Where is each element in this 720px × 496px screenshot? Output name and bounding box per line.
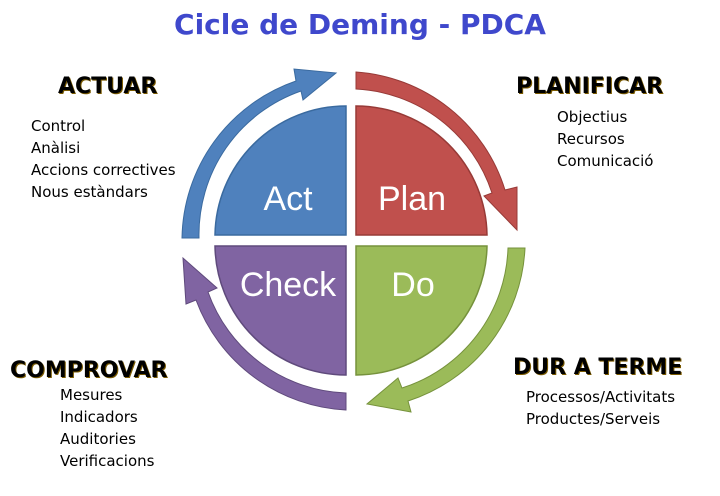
quadrant-label-act: Act <box>263 180 313 218</box>
quadrant-plan: Plan <box>355 105 488 236</box>
list-item: Nous estàndars <box>31 183 148 201</box>
phase-heading-planificar: PLANIFICAR <box>516 74 664 99</box>
phase-items-dur-a-terme: Processos/Activitats Productes/Serveis <box>526 386 675 430</box>
quadrant-label-check: Check <box>240 266 337 304</box>
list-item: Comunicació <box>557 152 654 170</box>
list-item: Productes/Serveis <box>526 410 661 428</box>
list-item: Accions correctives <box>31 161 176 179</box>
list-item: Objectius <box>557 108 628 126</box>
phase-items-comprovar: Mesures Indicadors Auditories Verificaci… <box>60 384 154 472</box>
phase-items-actuar: Control Anàlisi Accions correctives Nous… <box>31 115 176 203</box>
phase-heading-comprovar: COMPROVAR <box>10 358 168 383</box>
list-item: Anàlisi <box>31 139 81 157</box>
list-item: Mesures <box>60 386 123 404</box>
quadrant-label-plan: Plan <box>378 180 446 218</box>
diagram-title: Cicle de Deming - PDCA <box>174 8 546 41</box>
arrow-act-to-plan <box>181 68 338 239</box>
list-item: Verificacions <box>60 452 155 470</box>
arrow-plan-to-do <box>355 71 518 232</box>
arrow-check-to-act <box>182 256 347 411</box>
quadrant-do: Do <box>355 245 488 376</box>
arrow-do-to-check <box>365 247 526 413</box>
list-item: Recursos <box>557 130 625 148</box>
phase-items-planificar: Objectius Recursos Comunicació <box>557 106 653 172</box>
list-item: Auditories <box>60 430 136 448</box>
phase-heading-dur-a-terme: DUR A TERME <box>513 355 683 380</box>
phase-heading-actuar: ACTUAR <box>58 74 158 99</box>
quadrant-check: Check <box>214 245 347 376</box>
list-item: Processos/Activitats <box>526 388 676 406</box>
quadrant-act: Act <box>214 105 347 236</box>
list-item: Indicadors <box>60 408 138 426</box>
list-item: Control <box>31 117 86 135</box>
quadrant-label-do: Do <box>391 266 434 304</box>
